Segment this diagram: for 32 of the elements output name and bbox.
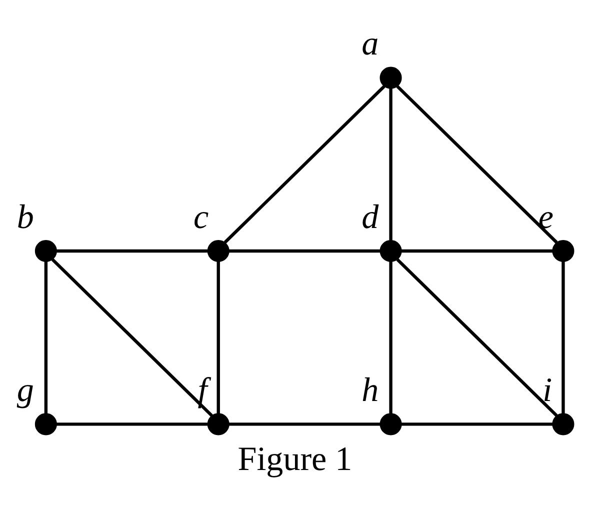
connector (51, 258, 213, 416)
connector (562, 260, 565, 414)
node-label: b (16, 198, 34, 236)
connector (228, 422, 381, 426)
node-label: a (362, 25, 379, 62)
caption: Figure 1 (238, 440, 352, 478)
node-label: g (16, 372, 34, 409)
connector (56, 248, 208, 252)
node-label: i (542, 372, 552, 409)
node-circle (34, 412, 57, 435)
node-circle (34, 239, 57, 262)
node-circle (380, 66, 402, 88)
connector (400, 422, 554, 426)
connector (396, 258, 558, 416)
node-circle (380, 412, 402, 435)
connector (389, 88, 392, 240)
connector (400, 248, 554, 252)
node-circle (380, 239, 402, 262)
connector (228, 248, 381, 252)
node-label: d (362, 198, 379, 236)
node-circle (207, 412, 230, 435)
node-circle (207, 239, 230, 262)
connector (216, 260, 220, 414)
node-circle (552, 412, 574, 435)
connector (56, 422, 208, 426)
connector (389, 260, 392, 414)
node-label: h (362, 372, 379, 409)
connector (44, 260, 48, 414)
connector (224, 84, 386, 244)
connector (396, 84, 558, 244)
node-label: c (194, 198, 209, 236)
node-circle (552, 239, 574, 262)
